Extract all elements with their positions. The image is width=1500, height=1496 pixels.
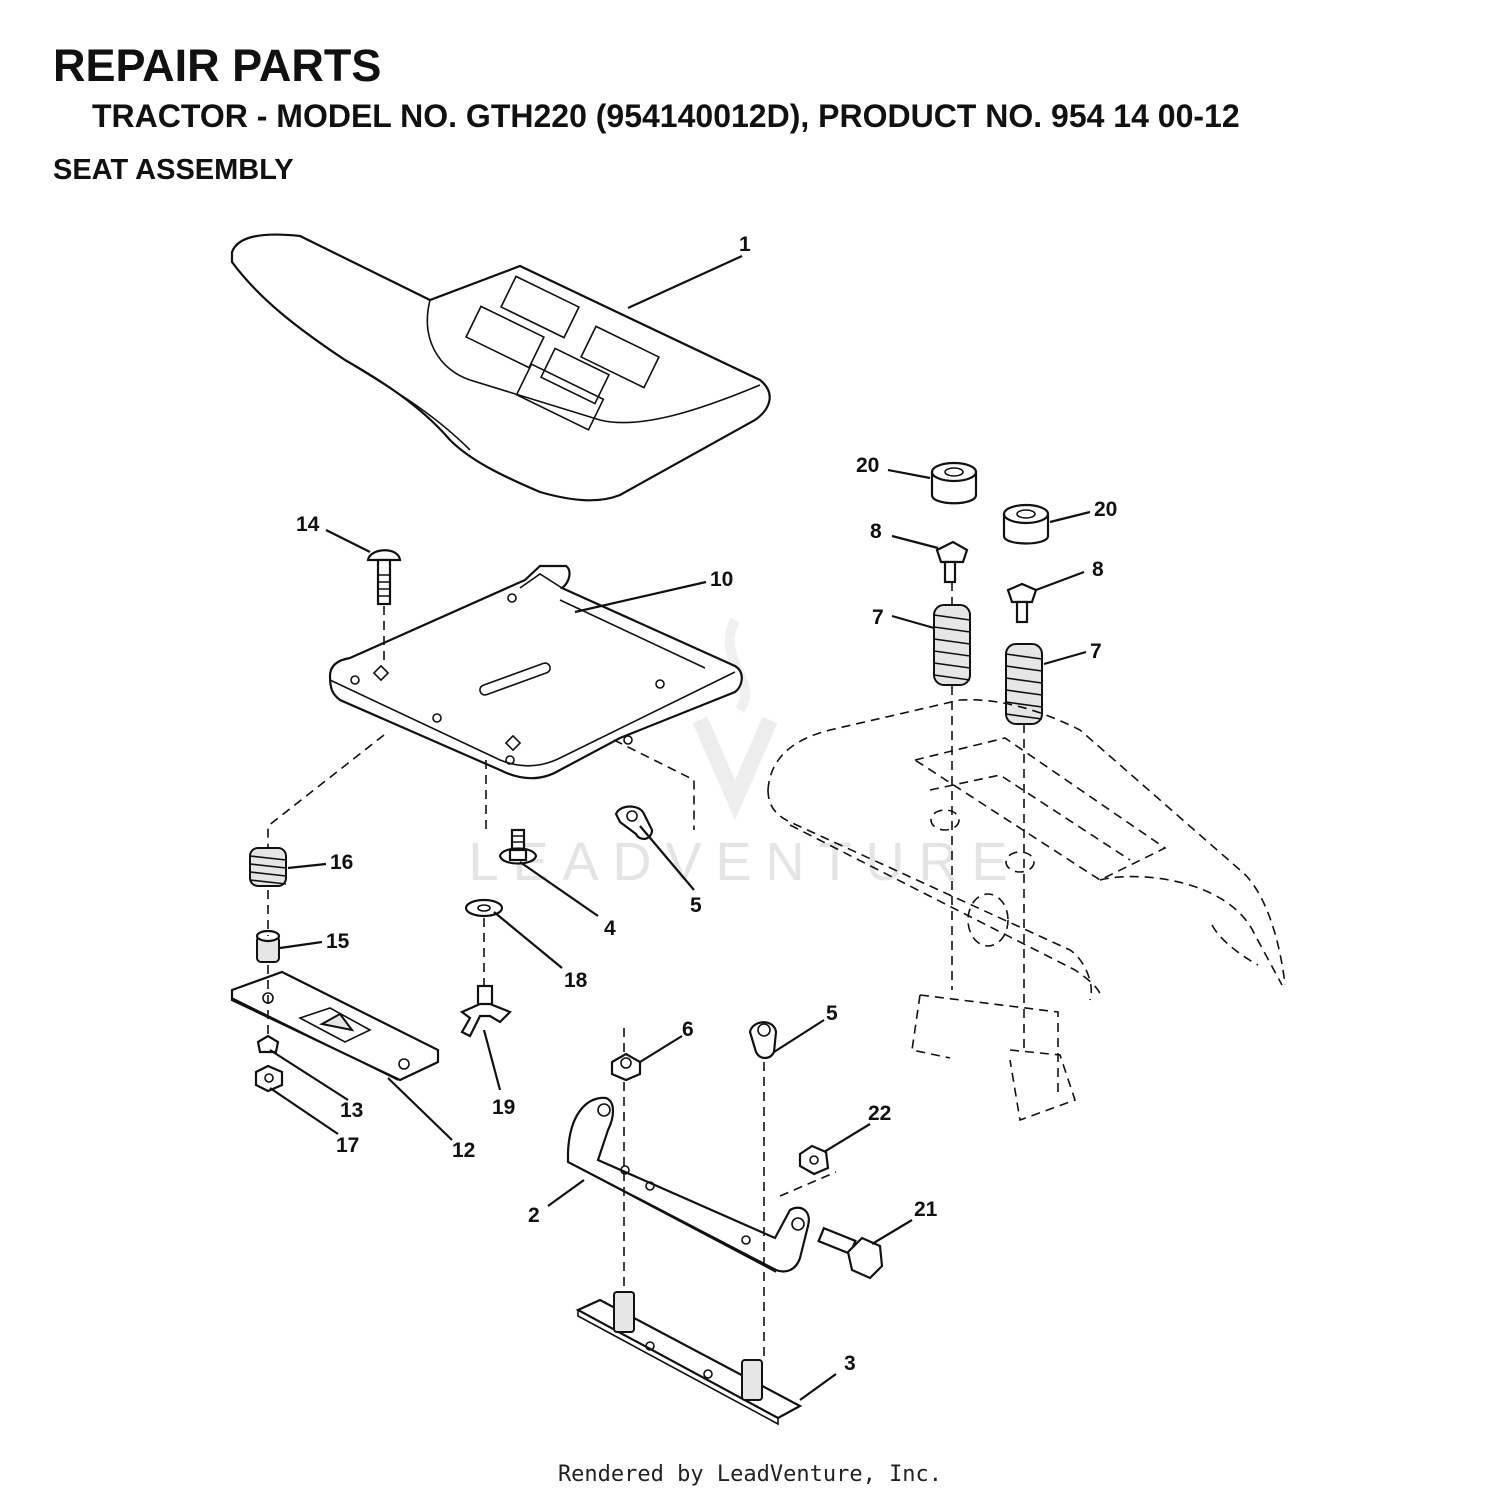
callout-5-upper[interactable]: 5 bbox=[690, 894, 702, 917]
part-hex-bolt[interactable] bbox=[817, 1226, 884, 1280]
callout-21[interactable]: 21 bbox=[914, 1198, 938, 1221]
callout-17[interactable]: 17 bbox=[336, 1134, 359, 1157]
part-spring-small[interactable] bbox=[249, 847, 287, 887]
part-spacer-right[interactable] bbox=[1002, 503, 1050, 545]
callout-19[interactable]: 19 bbox=[492, 1096, 515, 1119]
watermark-logo bbox=[692, 617, 778, 820]
callout-12[interactable]: 12 bbox=[452, 1139, 475, 1162]
part-shoulder-bolt[interactable] bbox=[498, 828, 538, 865]
part-carriage-bolt[interactable] bbox=[366, 549, 402, 606]
part-screw-right[interactable] bbox=[1006, 582, 1038, 624]
part-bracket[interactable] bbox=[566, 1096, 810, 1273]
callout-2[interactable]: 2 bbox=[528, 1204, 540, 1227]
callout-10[interactable]: 10 bbox=[710, 568, 733, 591]
part-spring-right[interactable] bbox=[1005, 643, 1043, 725]
part-spacer-left[interactable] bbox=[930, 461, 978, 505]
callout-13[interactable]: 13 bbox=[340, 1099, 363, 1122]
part-screw-left[interactable] bbox=[935, 540, 969, 584]
part-nut-22[interactable] bbox=[798, 1144, 830, 1176]
part-knob[interactable] bbox=[459, 984, 512, 1038]
part-seat-pan[interactable] bbox=[328, 564, 743, 780]
callout-18[interactable]: 18 bbox=[564, 969, 588, 992]
callout-20-right[interactable]: 20 bbox=[1094, 498, 1117, 521]
part-seat[interactable] bbox=[230, 233, 771, 502]
part-nut-6[interactable] bbox=[610, 1052, 642, 1082]
callout-8-left[interactable]: 8 bbox=[870, 520, 882, 543]
alignment-lines bbox=[267, 582, 1025, 1360]
part-screw-small[interactable] bbox=[256, 1034, 280, 1054]
part-nut-small[interactable] bbox=[254, 1064, 284, 1093]
section-title: SEAT ASSEMBLY bbox=[53, 154, 294, 186]
callout-15[interactable]: 15 bbox=[326, 930, 350, 953]
part-washer[interactable] bbox=[464, 898, 504, 918]
callout-6[interactable]: 6 bbox=[682, 1018, 694, 1041]
callout-22[interactable]: 22 bbox=[868, 1102, 891, 1125]
callout-4[interactable]: 4 bbox=[604, 917, 616, 940]
part-spring-left[interactable] bbox=[933, 604, 971, 686]
callout-14[interactable]: 14 bbox=[296, 513, 320, 536]
page-subtitle: TRACTOR - MODEL NO. GTH220 (954140012D),… bbox=[92, 98, 1240, 134]
footer-credit: Rendered by LeadVenture, Inc. bbox=[557, 1462, 943, 1487]
callout-8-right[interactable]: 8 bbox=[1092, 558, 1104, 581]
callouts: 1 10 14 20 20 8 8 7 7 16 15 4 5 18 19 13… bbox=[296, 233, 1117, 1375]
callout-5-lower[interactable]: 5 bbox=[826, 1002, 838, 1025]
callout-3[interactable]: 3 bbox=[844, 1352, 856, 1375]
part-clip-lower[interactable] bbox=[748, 1021, 778, 1060]
callout-1[interactable]: 1 bbox=[739, 233, 751, 256]
callout-7-left[interactable]: 7 bbox=[872, 606, 884, 629]
callout-20-left[interactable]: 20 bbox=[856, 454, 879, 477]
callout-7-right[interactable]: 7 bbox=[1090, 640, 1102, 663]
page-title: REPAIR PARTS bbox=[53, 40, 382, 91]
part-base-plate[interactable] bbox=[575, 1291, 803, 1426]
leader-lines bbox=[269, 254, 1091, 1401]
tractor-frame-phantom bbox=[767, 698, 1286, 1122]
part-slide-plate[interactable] bbox=[230, 970, 440, 1082]
watermark-text: LEADVENTURE bbox=[468, 832, 1021, 892]
callout-16[interactable]: 16 bbox=[330, 851, 353, 874]
